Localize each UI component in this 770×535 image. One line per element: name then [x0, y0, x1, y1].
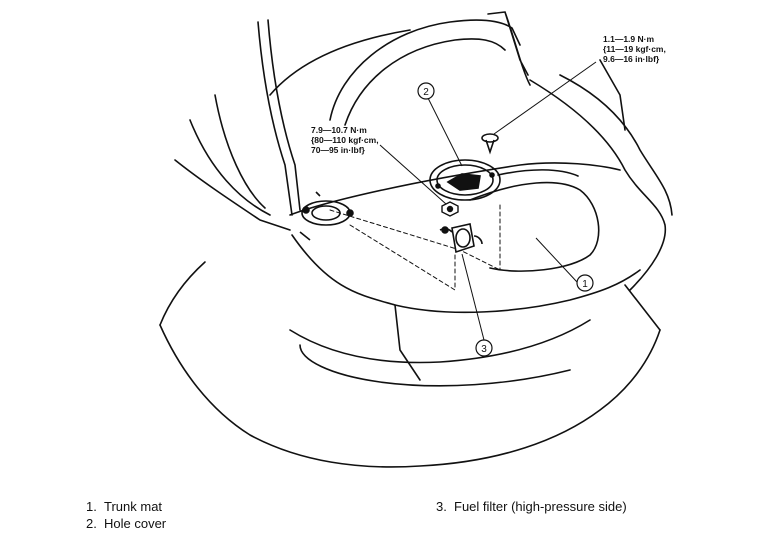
fuel-pump-opening — [299, 191, 354, 241]
leader-callout-3 — [461, 253, 485, 341]
nut-torque-spec: 7.9—10.7 N·m {80—110 kgf·cm, 70—95 in·lb… — [311, 125, 379, 155]
leader-nut-spec — [379, 144, 447, 205]
left-quarter — [174, 159, 291, 231]
trunk-floor-mat — [469, 181, 600, 272]
legend-label-2: Hole cover — [104, 516, 167, 531]
screw-torque-line-1: 1.1—1.9 N·m — [603, 34, 655, 44]
svg-text:2: 2 — [423, 87, 429, 98]
right-quarter — [529, 79, 667, 291]
legend-number-2: 2. — [86, 516, 97, 531]
svg-text:1: 1 — [582, 279, 588, 290]
legend-label-1: Trunk mat — [104, 499, 163, 514]
svg-text:3: 3 — [481, 344, 487, 355]
right-lid-strut — [487, 11, 531, 86]
screw-torque-line-3: 9.6—16 in·lbf} — [603, 54, 660, 64]
legend-item-3: 3. Fuel filter (high-pressure side) — [436, 498, 627, 515]
legend-number-3: 3. — [436, 499, 447, 514]
nut-torque-line-1: 7.9—10.7 N·m — [311, 125, 367, 135]
leader-callout-2 — [427, 97, 463, 167]
legend-item-2: 2. Hole cover — [86, 515, 166, 532]
mounting-nut — [441, 201, 459, 217]
trunk-lid-edge — [269, 29, 411, 96]
nut-torque-line-2: {80—110 kgf·cm, — [311, 135, 379, 145]
nut-torque-line-3: 70—95 in·lbf} — [311, 145, 365, 155]
fuel-filter — [439, 223, 483, 254]
screw-torque-spec: 1.1—1.9 N·m {11—19 kgf·cm, 9.6—16 in·lbf… — [603, 34, 666, 64]
legend-label-3: Fuel filter (high-pressure side) — [454, 499, 627, 514]
leader-screw-spec — [493, 61, 597, 135]
leader-callout-1 — [535, 237, 578, 283]
hole-cover — [429, 159, 501, 201]
legend-item-1: 1. Trunk mat — [86, 498, 162, 515]
rear-bumper — [159, 324, 661, 468]
callout-2: 2 — [417, 82, 435, 100]
trunk-lid-outline — [329, 19, 521, 121]
trunk-opening — [289, 162, 621, 216]
screw-torque-line-2: {11—19 kgf·cm, — [603, 44, 666, 54]
left-lid-strut — [257, 21, 293, 216]
mounting-screw — [481, 133, 499, 155]
callout-1: 1 — [576, 274, 594, 292]
callout-3: 3 — [475, 339, 493, 357]
legend-number-1: 1. — [86, 499, 97, 514]
trunk-lid-inner — [344, 38, 506, 126]
